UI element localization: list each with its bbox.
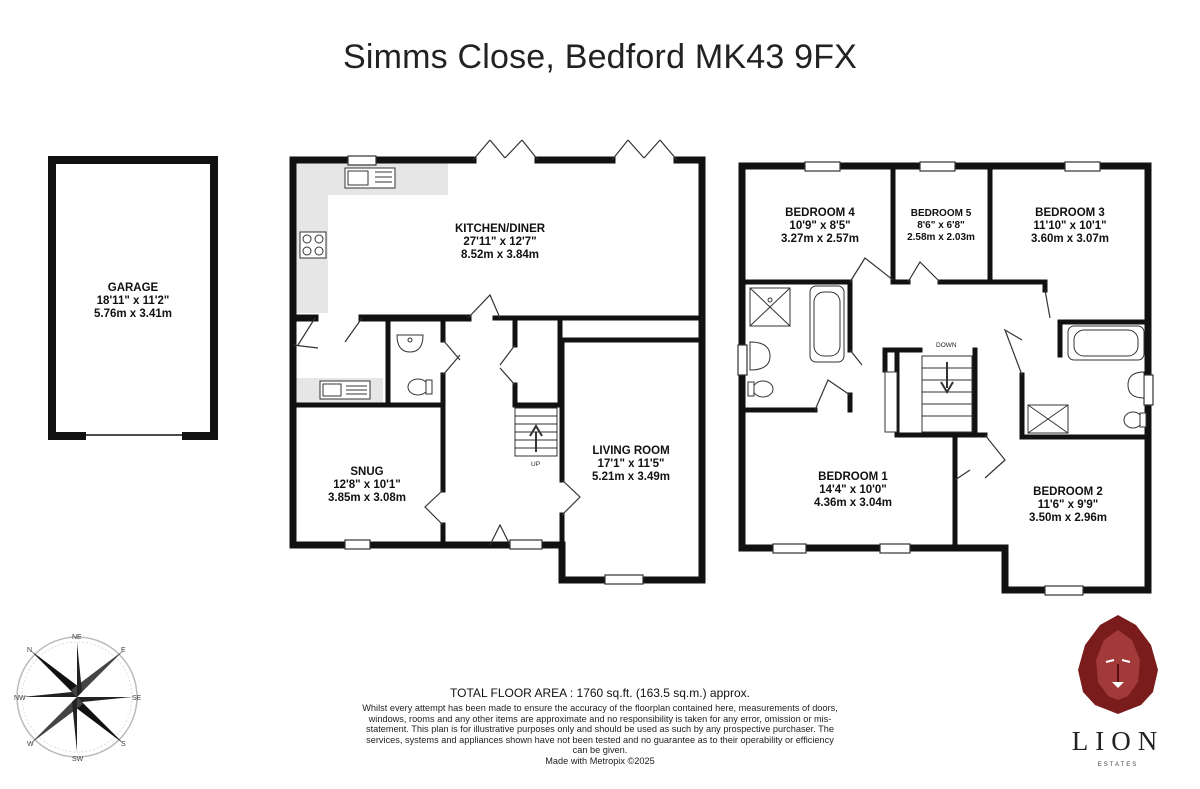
- made-with-credit: Made with Metropix ©2025: [545, 755, 655, 766]
- disclaimer: Whilst every attempt has been made to en…: [360, 703, 840, 766]
- ground-floor-fixtures: [299, 167, 558, 457]
- logo-name: LION: [1071, 726, 1165, 756]
- compass-ne-label: NE: [72, 634, 82, 641]
- disclaimer-text: Whilst every attempt has been made to en…: [362, 703, 838, 755]
- compass-n-label: N: [27, 647, 32, 654]
- ground-floor-openings: [292, 139, 678, 585]
- ground-floor-walls: [289, 156, 706, 584]
- compass-rose: N NE E SE S SW W NW: [14, 634, 142, 763]
- logo-subtitle: ESTATES: [1097, 762, 1139, 768]
- compass-w-label: W: [27, 741, 34, 748]
- garage-walls: [48, 156, 218, 440]
- first-floor-fixtures: [747, 285, 1147, 434]
- stairs-up-label: UP: [531, 461, 541, 468]
- lion-logo-icon: [1078, 615, 1158, 714]
- compass-nw-label: NW: [14, 695, 26, 702]
- page-title: Simms Close, Bedford MK43 9FX: [342, 38, 858, 76]
- compass-s-label: S: [121, 741, 126, 748]
- first-floor-openings: [737, 161, 1154, 596]
- kitchen-units: [295, 163, 448, 403]
- stairs-down-label: DOWN: [936, 342, 957, 349]
- total-floor-area: TOTAL FLOOR AREA : 1760 sq.ft. (163.5 sq…: [450, 686, 750, 700]
- compass-e-label: E: [121, 647, 126, 654]
- compass-se-label: SE: [132, 695, 142, 702]
- compass-sw-label: SW: [72, 756, 84, 763]
